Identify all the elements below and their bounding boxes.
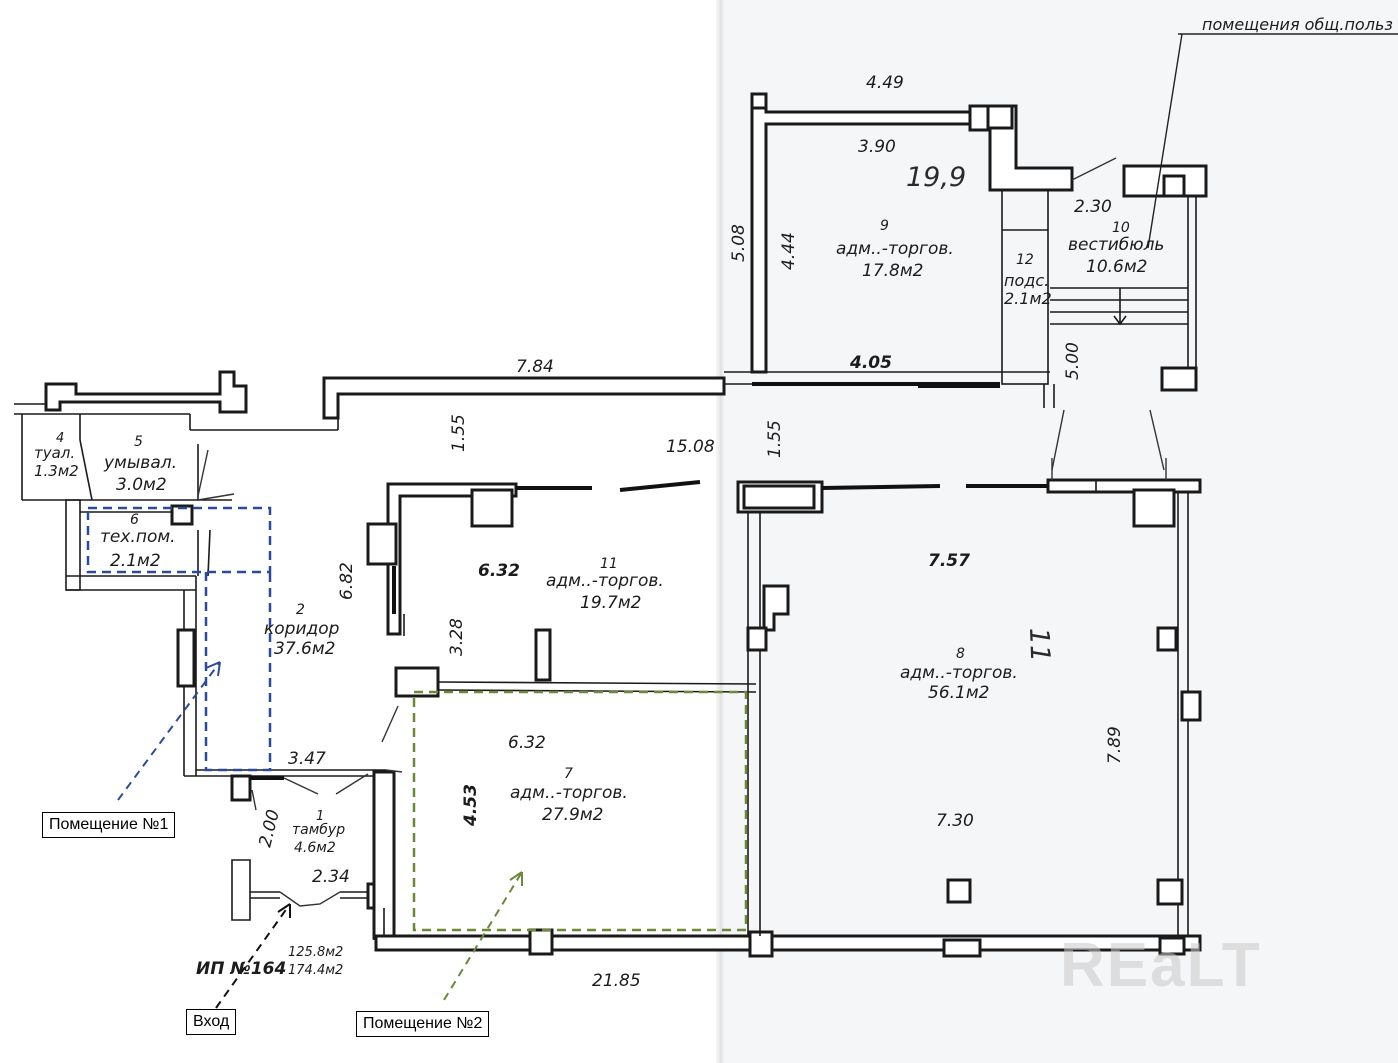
room6-name: тех.пом. bbox=[100, 527, 176, 547]
room11-area: 19.7м2 bbox=[580, 593, 642, 613]
room1-name: тамбур bbox=[292, 822, 345, 838]
handwritten-mark: 11 bbox=[1023, 627, 1055, 662]
common-use-note: помещения общ.польз bbox=[1202, 15, 1393, 34]
room8-area: 56.1м2 bbox=[928, 683, 990, 703]
room7-area: 27.9м2 bbox=[542, 805, 604, 825]
dim-4-44: 4.44 bbox=[779, 232, 799, 270]
room7-number: 7 bbox=[564, 766, 573, 782]
dim-4-49: 4.49 bbox=[866, 73, 904, 93]
room12-area: 2.1м2 bbox=[1004, 289, 1052, 308]
dim-2-34: 2.34 bbox=[312, 867, 350, 887]
dim-6-82: 6.82 bbox=[337, 562, 357, 600]
room1-outline bbox=[204, 572, 272, 772]
room10-number: 10 bbox=[1112, 220, 1130, 236]
room4-number: 4 bbox=[56, 431, 64, 446]
dim-2-30: 2.30 bbox=[1074, 197, 1112, 217]
room2-number: 2 bbox=[296, 602, 305, 618]
callout-room-1: Помещение №1 bbox=[42, 812, 176, 838]
dim-3-28: 3.28 bbox=[447, 618, 467, 656]
dim-7-89: 7.89 bbox=[1105, 726, 1125, 764]
dim-5-00: 5.00 bbox=[1063, 342, 1083, 380]
room9-number: 9 bbox=[880, 218, 889, 234]
callout-room-2: Помещение №2 bbox=[356, 1011, 490, 1037]
room9-area: 17.8м2 bbox=[862, 261, 924, 281]
room12-name: подс. bbox=[1004, 271, 1049, 290]
room1-area: 4.6м2 bbox=[294, 840, 336, 856]
room11-number: 11 bbox=[600, 556, 618, 572]
dim-6-32-upper: 6.32 bbox=[478, 561, 520, 581]
room2-name: коридор bbox=[264, 619, 340, 639]
dim-6-32-lower: 6.32 bbox=[508, 733, 546, 753]
room4-area: 1.3м2 bbox=[34, 462, 79, 480]
room10-area: 10.6м2 bbox=[1086, 257, 1148, 277]
room5-number: 5 bbox=[134, 434, 143, 450]
dim-2-00: 2.00 bbox=[255, 808, 284, 850]
scan-fold bbox=[716, 0, 724, 1063]
room1-number: 1 bbox=[316, 809, 324, 824]
dim-21-85: 21.85 bbox=[592, 971, 641, 991]
dim-3-90: 3.90 bbox=[858, 137, 896, 157]
dim-5-08: 5.08 bbox=[729, 224, 749, 262]
dim-1-55-left: 1.55 bbox=[449, 414, 469, 452]
handwritten-total: 19,9 bbox=[906, 162, 966, 193]
room6-number: 6 bbox=[130, 512, 139, 528]
stamp-area-1: 125.8м2 bbox=[288, 945, 343, 960]
dim-15-08: 15.08 bbox=[666, 437, 715, 457]
room7-name: адм..-торгов. bbox=[510, 783, 628, 803]
room2-area: 37.6м2 bbox=[274, 639, 336, 659]
room11-name: адм..-торгов. bbox=[546, 571, 664, 591]
room8-name: адм..-торгов. bbox=[900, 663, 1018, 683]
dim-7-30: 7.30 bbox=[936, 811, 974, 831]
room8-number: 8 bbox=[956, 646, 965, 662]
room1-outline-top bbox=[86, 506, 272, 574]
dim-7-57: 7.57 bbox=[928, 551, 970, 571]
dim-3-47: 3.47 bbox=[288, 749, 326, 769]
dim-1-55-right: 1.55 bbox=[765, 420, 785, 458]
room2-outline bbox=[412, 690, 748, 932]
room5-area: 3.0м2 bbox=[116, 475, 167, 495]
room12-number: 12 bbox=[1016, 252, 1034, 268]
walls bbox=[14, 92, 1208, 958]
stamp-area-2: 174.4м2 bbox=[288, 963, 343, 978]
stamp-id: ИП №164 bbox=[196, 959, 286, 979]
room10-name: вестибюль bbox=[1068, 235, 1164, 255]
dim-7-84: 7.84 bbox=[516, 357, 554, 377]
callout-entrance: Вход bbox=[186, 1009, 237, 1035]
watermark-logo: REaLT bbox=[1060, 931, 1262, 1000]
dim-4-05: 4.05 bbox=[849, 353, 892, 373]
dim-4-53: 4.53 bbox=[461, 784, 481, 827]
room6-area: 2.1м2 bbox=[110, 551, 161, 571]
room5-name: умывал. bbox=[103, 453, 177, 473]
room4-name: туал. bbox=[34, 444, 75, 462]
room9-name: адм..-торгов. bbox=[836, 239, 954, 259]
